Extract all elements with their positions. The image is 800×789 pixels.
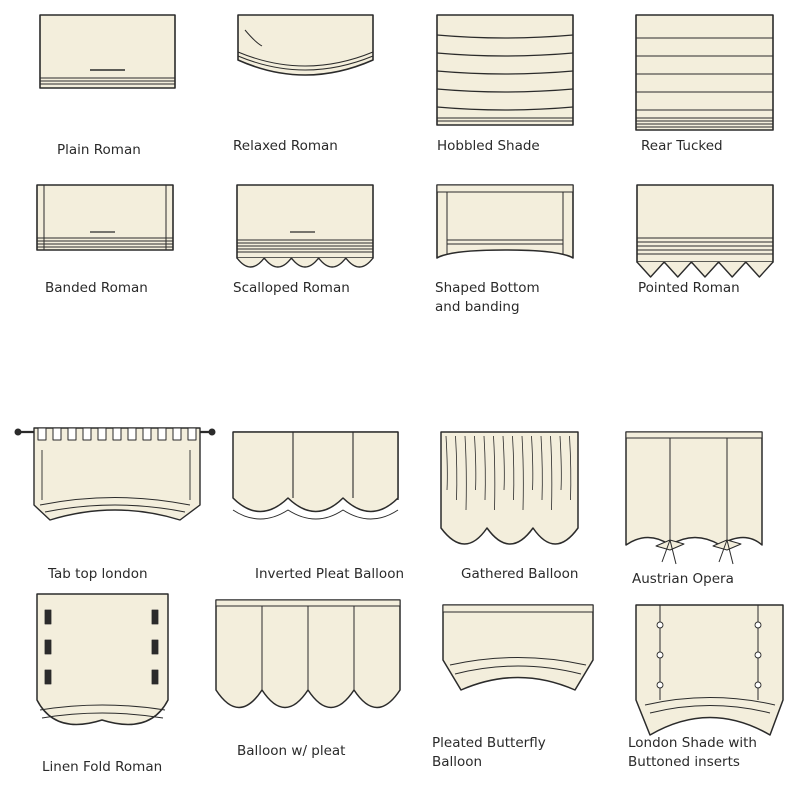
label-pleated-butterfly-line2: Balloon <box>432 754 483 770</box>
shade-pointed-roman <box>636 184 774 278</box>
shade-hobbled-shade <box>436 14 574 126</box>
shade-scalloped-roman <box>236 184 374 268</box>
shade-relaxed-roman <box>237 14 374 76</box>
label-gathered-balloon: Gathered Balloon <box>461 566 579 582</box>
shade-plain-roman <box>39 14 176 89</box>
shade-london-shade-buttoned <box>635 604 784 736</box>
label-plain-roman: Plain Roman <box>57 142 141 158</box>
label-pleated-butterfly: Pleated Butterfly <box>432 735 546 751</box>
label-banded-roman: Banded Roman <box>45 280 148 296</box>
label-balloon-pleat: Balloon w/ pleat <box>237 743 346 759</box>
shade-pleated-butterfly-balloon <box>442 604 594 691</box>
label-london-shade-line2: Buttoned inserts <box>628 754 740 770</box>
shade-banded-roman <box>36 184 174 251</box>
shade-linen-fold-roman <box>36 593 169 726</box>
shade-austrian-opera <box>625 431 763 565</box>
shade-tab-top-london <box>14 427 216 521</box>
label-hobbled-shade: Hobbled Shade <box>437 138 540 154</box>
label-austrian-opera: Austrian Opera <box>632 571 734 587</box>
shade-inverted-pleat-balloon <box>233 3 398 520</box>
label-pointed-roman: Pointed Roman <box>638 280 740 296</box>
shade-shaped-bottom-banding <box>436 184 574 259</box>
label-rear-tucked: Rear Tucked <box>641 138 723 154</box>
shade-rear-tucked <box>635 14 774 131</box>
label-relaxed-roman: Relaxed Roman <box>233 138 338 154</box>
shade-gathered-balloon <box>440 431 579 545</box>
label-tab-top-london: Tab top london <box>48 566 148 582</box>
label-shaped-bottom: Shaped Bottom <box>435 280 540 296</box>
label-linen-fold-roman: Linen Fold Roman <box>42 759 163 775</box>
label-scalloped-roman: Scalloped Roman <box>233 280 350 296</box>
label-london-shade: London Shade with <box>628 735 757 751</box>
label-inverted-pleat-balloon: Inverted Pleat Balloon <box>255 566 405 582</box>
shade-balloon-pleat <box>215 599 401 709</box>
label-shaped-bottom-line2: and banding <box>435 299 520 315</box>
